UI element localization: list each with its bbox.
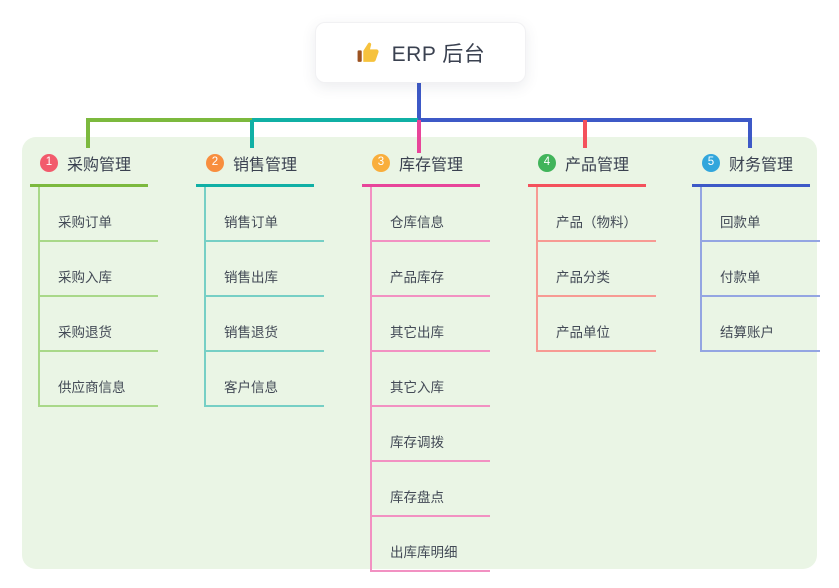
connector-drop-branch-1: [86, 120, 90, 148]
branch-number-badge: 1: [40, 154, 58, 172]
node-item[interactable]: 采购订单: [40, 187, 158, 242]
node-item[interactable]: 销售订单: [206, 187, 324, 242]
connector-drop-branch-2: [250, 120, 254, 148]
branch-3-inventory: 3 库存管理 仓库信息 产品库存 其它出库 其它入库 库存调拨 库存盘点 出库库…: [362, 145, 490, 572]
node-item[interactable]: 库存盘点: [372, 462, 490, 517]
branch-number-badge: 3: [372, 154, 390, 172]
connector-root-stem: [417, 80, 421, 120]
node-item[interactable]: 其它入库: [372, 352, 490, 407]
branch-items: 回款单 付款单 结算账户: [700, 187, 820, 352]
branch-number-badge: 5: [702, 154, 720, 172]
branch-header[interactable]: 1 采购管理: [30, 145, 148, 187]
branch-items: 产品（物料） 产品分类 产品单位: [536, 187, 656, 352]
branch-items: 销售订单 销售出库 销售退货 客户信息: [204, 187, 324, 407]
node-item[interactable]: 产品（物料）: [538, 187, 656, 242]
branch-number-badge: 4: [538, 154, 556, 172]
branch-4-product: 4 产品管理 产品（物料） 产品分类 产品单位: [528, 145, 656, 352]
branch-1-purchase: 1 采购管理 采购订单 采购入库 采购退货 供应商信息: [30, 145, 158, 407]
node-item[interactable]: 其它出库: [372, 297, 490, 352]
node-item[interactable]: 客户信息: [206, 352, 324, 407]
node-item[interactable]: 库存调拨: [372, 407, 490, 462]
branches-panel: [22, 137, 817, 569]
root-title: ERP 后台: [391, 42, 486, 66]
thumbs-up-icon: [357, 42, 379, 62]
node-item[interactable]: 采购退货: [40, 297, 158, 352]
branch-items: 仓库信息 产品库存 其它出库 其它入库 库存调拨 库存盘点 出库库明细: [370, 187, 490, 572]
node-item[interactable]: 销售出库: [206, 242, 324, 297]
branch-header[interactable]: 3 库存管理: [362, 145, 480, 187]
node-item[interactable]: 产品单位: [538, 297, 656, 352]
node-item[interactable]: 回款单: [702, 187, 820, 242]
connector-drop-branch-5: [748, 120, 752, 148]
connector-bus-branch-2: [252, 118, 418, 122]
branch-items: 采购订单 采购入库 采购退货 供应商信息: [38, 187, 158, 407]
node-item[interactable]: 销售退货: [206, 297, 324, 352]
connector-bus-branch-1: [86, 118, 254, 122]
node-item[interactable]: 出库库明细: [372, 517, 490, 572]
node-item[interactable]: 付款单: [702, 242, 820, 297]
branch-title: 库存管理: [399, 157, 464, 174]
node-item[interactable]: 仓库信息: [372, 187, 490, 242]
node-item[interactable]: 供应商信息: [40, 352, 158, 407]
branch-title: 产品管理: [565, 157, 630, 174]
branch-number-badge: 2: [206, 154, 224, 172]
branch-header[interactable]: 5 财务管理: [692, 145, 810, 187]
branch-title: 财务管理: [729, 157, 794, 174]
branch-header[interactable]: 4 产品管理: [528, 145, 646, 187]
branch-title: 采购管理: [67, 157, 132, 174]
root-node-erp[interactable]: ERP 后台: [315, 22, 526, 83]
branch-title: 销售管理: [233, 157, 298, 174]
node-item[interactable]: 产品分类: [538, 242, 656, 297]
branch-header[interactable]: 2 销售管理: [196, 145, 314, 187]
branch-2-sales: 2 销售管理 销售订单 销售出库 销售退货 客户信息: [196, 145, 324, 407]
node-item[interactable]: 结算账户: [702, 297, 820, 352]
connector-drop-branch-4: [583, 120, 587, 148]
node-item[interactable]: 采购入库: [40, 242, 158, 297]
connector-drop-branch-3: [417, 120, 421, 153]
node-item[interactable]: 产品库存: [372, 242, 490, 297]
branch-5-finance: 5 财务管理 回款单 付款单 结算账户: [692, 145, 820, 352]
